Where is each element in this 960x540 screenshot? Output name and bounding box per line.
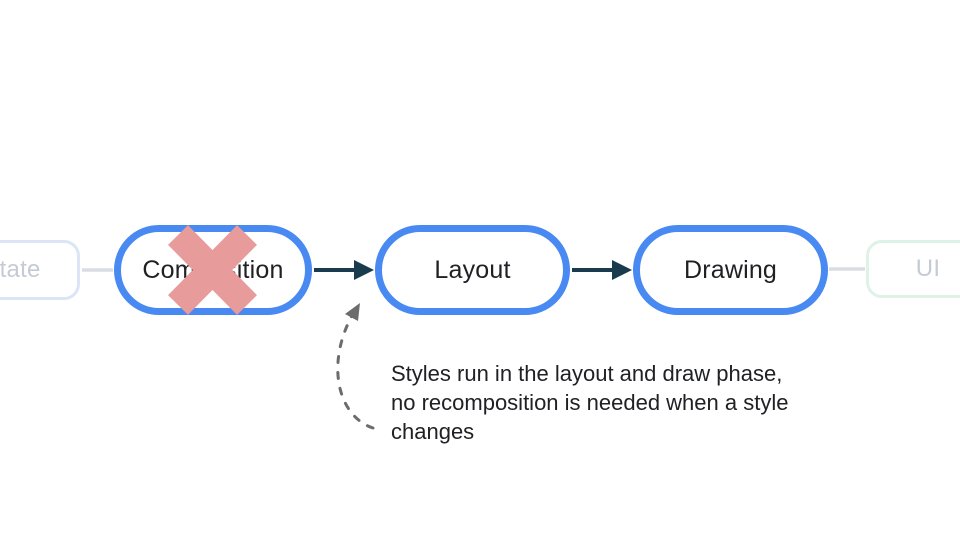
dashed-arrow [336, 303, 375, 430]
arrow-head-icon [612, 260, 632, 280]
node-composition: Composition [114, 225, 312, 315]
node-ui-label: UI [915, 255, 941, 282]
arrow-composition-layout [314, 260, 374, 280]
node-drawing-label: Drawing [683, 255, 778, 284]
node-state: State [0, 240, 80, 300]
node-ui: UI [866, 240, 960, 298]
node-drawing: Drawing [633, 225, 828, 315]
dashed-arrow-head-icon [345, 303, 360, 321]
annotation-text: Styles run in the layout and draw phase,… [391, 361, 789, 444]
arrow-head-icon [354, 260, 374, 280]
node-state-label: State [0, 256, 41, 283]
node-composition-label: Composition [142, 255, 284, 284]
node-layout-label: Layout [434, 255, 511, 284]
node-layout: Layout [375, 225, 570, 315]
arrow-layout-drawing [572, 260, 632, 280]
